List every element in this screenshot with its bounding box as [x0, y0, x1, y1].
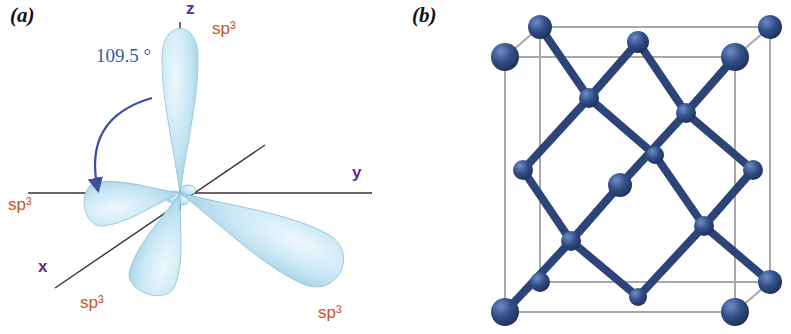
panel-label: (b) — [412, 4, 437, 27]
cube-edges — [505, 27, 770, 312]
atom — [513, 160, 533, 180]
bond — [638, 42, 686, 113]
atom — [758, 270, 782, 294]
bond — [655, 155, 704, 226]
bond — [523, 170, 571, 241]
atom — [491, 43, 519, 71]
atom — [491, 298, 519, 326]
orbital-lobe — [124, 186, 202, 302]
bond — [704, 226, 770, 282]
orbital-lobe — [168, 168, 353, 297]
bond — [571, 241, 638, 297]
orbital-label: sp³ — [318, 304, 342, 323]
axis-label: x — [38, 258, 47, 277]
atom — [743, 160, 763, 180]
panel-label: (a) — [10, 4, 35, 27]
unit-cell — [505, 27, 770, 312]
atom — [694, 216, 714, 236]
bond — [589, 98, 655, 155]
bond — [540, 27, 589, 98]
axis-label: y — [352, 164, 361, 183]
bond — [686, 113, 753, 170]
atom — [676, 103, 696, 123]
orbital-label: sp³ — [8, 196, 32, 215]
angle-label: 109.5 ° — [96, 46, 151, 67]
angle-arrow — [95, 98, 152, 190]
atoms — [491, 15, 782, 326]
y-axis — [28, 192, 372, 193]
bond — [589, 42, 638, 98]
atom — [627, 31, 649, 53]
axis-label: z — [186, 0, 195, 19]
bond — [704, 170, 753, 226]
atom — [758, 15, 782, 39]
bond — [505, 241, 571, 312]
bond — [620, 113, 686, 185]
atom — [608, 173, 632, 197]
bond — [523, 98, 589, 170]
orbital-label: sp³ — [212, 20, 236, 39]
orbital-label: sp³ — [80, 294, 104, 313]
atom — [561, 231, 581, 251]
cube-front-face — [505, 57, 735, 312]
atom — [579, 88, 599, 108]
bonds — [505, 27, 770, 312]
atom — [721, 298, 749, 326]
bond — [638, 226, 704, 297]
atom — [530, 272, 550, 292]
atom — [646, 146, 664, 164]
orbital-lobe — [162, 29, 198, 194]
sp3-orbitals — [81, 29, 353, 302]
atom — [629, 288, 647, 306]
atom — [721, 43, 749, 71]
atom — [528, 15, 552, 39]
